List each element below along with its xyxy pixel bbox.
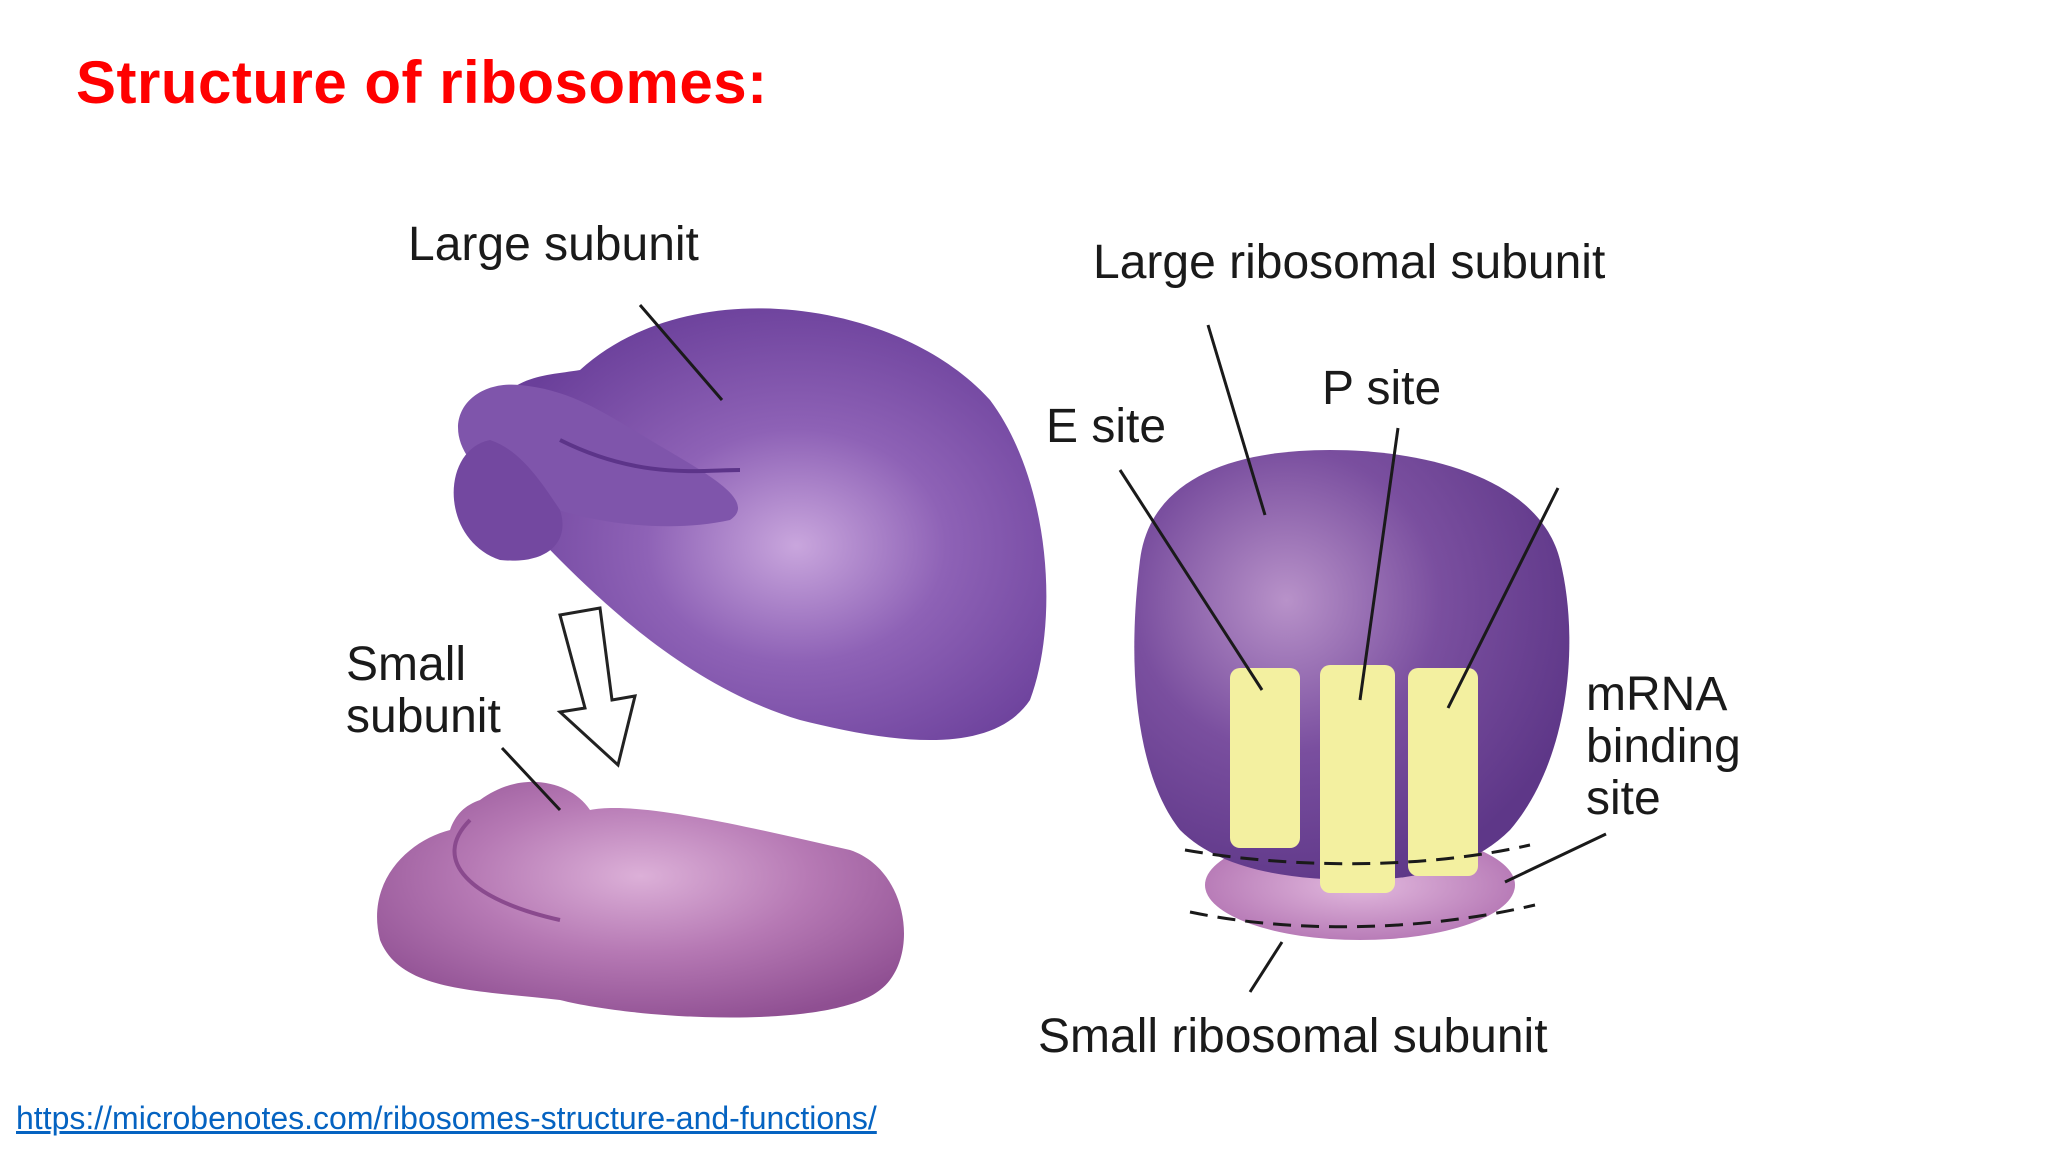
left-large-subunit (453, 308, 1047, 740)
label-large-ribosomal-subunit: Large ribosomal subunit (1093, 236, 1605, 289)
leader-lines (500, 304, 1607, 993)
label-mrna-line2: binding (1586, 720, 1741, 773)
right-assembled-ribosome (1134, 450, 1570, 940)
label-e-site: E site (1046, 400, 1166, 453)
mrna-channel-upper (1184, 843, 1531, 866)
label-p-site: P site (1322, 362, 1441, 415)
label-small-ribosomal-subunit: Small ribosomal subunit (1038, 1010, 1548, 1063)
a-site-box (1408, 668, 1478, 876)
mrna-channel-lower (1189, 903, 1536, 929)
label-mrna-line3: site (1586, 772, 1661, 825)
label-large-subunit: Large subunit (408, 218, 699, 271)
assembly-arrow (556, 606, 638, 768)
label-small-subunit-line2: subunit (346, 690, 501, 743)
e-site-box (1230, 668, 1300, 848)
p-site-box (1320, 665, 1395, 893)
label-small-subunit-line1: Small (346, 638, 466, 691)
slide-title: Structure of ribosomes: (76, 49, 768, 116)
source-link[interactable]: https://microbenotes.com/ribosomes-struc… (16, 1100, 877, 1136)
left-small-subunit (377, 781, 905, 1018)
label-mrna-line1: mRNA (1586, 668, 1727, 721)
